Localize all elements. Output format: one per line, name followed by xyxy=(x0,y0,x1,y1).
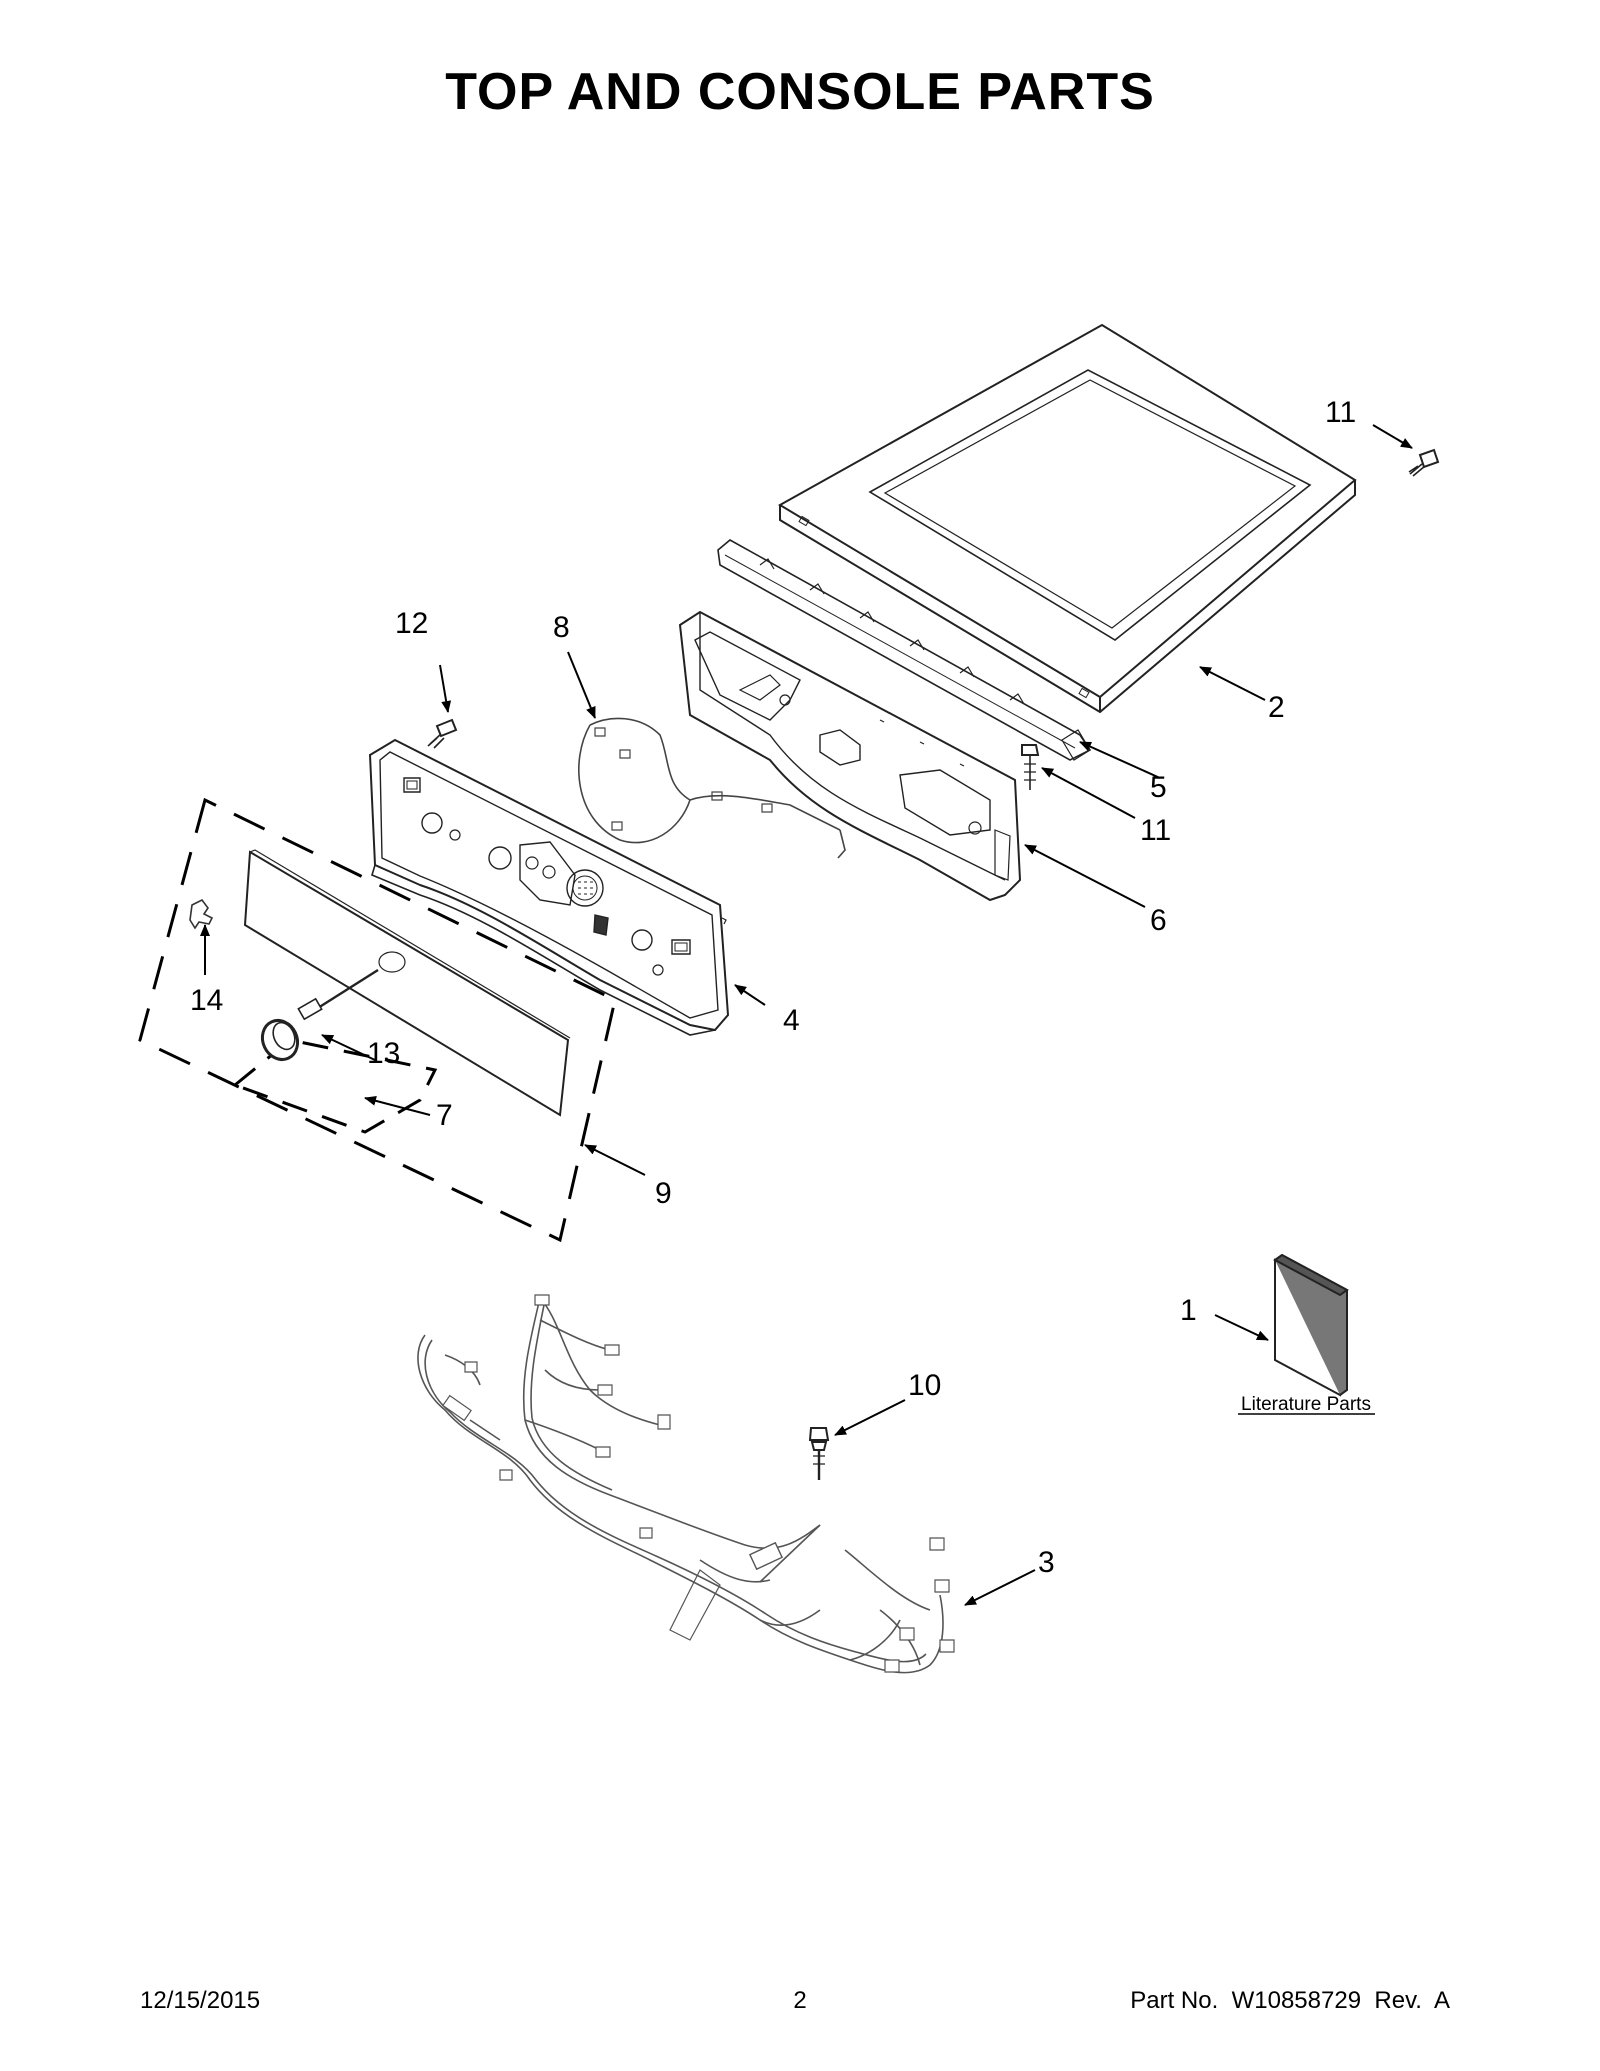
callout-3: 3 xyxy=(1038,1546,1055,1579)
screw-12[interactable] xyxy=(428,720,456,748)
arrow-9 xyxy=(584,1144,646,1176)
arrow-13 xyxy=(321,1034,376,1061)
revision-prefix: Rev. xyxy=(1374,1987,1422,2014)
console-wire-harness-loop[interactable] xyxy=(579,718,845,858)
callout-2: 2 xyxy=(1268,691,1285,724)
arrow-1 xyxy=(1214,1314,1269,1341)
main-wire-harness[interactable] xyxy=(418,1295,954,1673)
arrow-11-mid xyxy=(1041,767,1136,819)
footer-part-number: Part No. W10858729 Rev. A xyxy=(1130,1987,1450,2015)
screw-11-mid[interactable] xyxy=(1022,745,1038,790)
assembly-9-dashed-boundary xyxy=(140,800,615,1240)
literature-parts-label: Literature Parts xyxy=(1241,1394,1371,1415)
revision: A xyxy=(1433,1987,1450,2014)
literature-booklet[interactable] xyxy=(1275,1255,1347,1395)
arrow-11-top xyxy=(1372,424,1413,449)
part-number: W10858729 xyxy=(1231,1987,1362,2014)
callout-4: 4 xyxy=(783,1004,800,1037)
callout-12: 12 xyxy=(395,607,428,640)
page-title: TOP AND CONSOLE PARTS xyxy=(445,63,1155,121)
arrow-5 xyxy=(1079,741,1161,779)
ground-screw-10[interactable] xyxy=(810,1428,828,1480)
assembly-7-dashed-boundary xyxy=(235,1040,435,1132)
top-panel[interactable] xyxy=(780,325,1355,712)
screw-11-top[interactable] xyxy=(1409,450,1438,476)
arrow-10 xyxy=(834,1399,906,1436)
arrow-12 xyxy=(439,664,452,713)
console-front-panel[interactable] xyxy=(370,740,728,1035)
callout-9: 9 xyxy=(655,1177,672,1210)
footer-date: 12/15/2015 xyxy=(140,1987,261,2014)
callout-10: 10 xyxy=(908,1369,941,1402)
arrow-7 xyxy=(364,1095,431,1116)
callout-6: 6 xyxy=(1150,904,1167,937)
console-overlay[interactable] xyxy=(245,850,570,1115)
arrow-2 xyxy=(1199,666,1266,701)
footer-page-number: 2 xyxy=(793,1987,807,2014)
callout-11-mid: 11 xyxy=(1140,814,1171,847)
arrow-8 xyxy=(567,651,596,719)
overlay-clip[interactable] xyxy=(190,900,212,928)
callout-1: 1 xyxy=(1180,1294,1197,1327)
console-back-panel[interactable] xyxy=(680,612,1020,900)
leader-arrows xyxy=(200,424,1413,1606)
callout-14: 14 xyxy=(190,984,223,1017)
callout-13: 13 xyxy=(367,1037,400,1070)
part-number-prefix: Part No. xyxy=(1130,1987,1219,2014)
arrow-6 xyxy=(1024,844,1146,908)
callout-8: 8 xyxy=(553,611,570,644)
control-knob[interactable] xyxy=(256,970,378,1065)
arrow-4 xyxy=(734,984,766,1006)
arrow-3 xyxy=(964,1569,1036,1606)
callout-5: 5 xyxy=(1150,771,1167,804)
callout-7: 7 xyxy=(436,1099,453,1132)
callout-11-top: 11 xyxy=(1325,396,1356,429)
